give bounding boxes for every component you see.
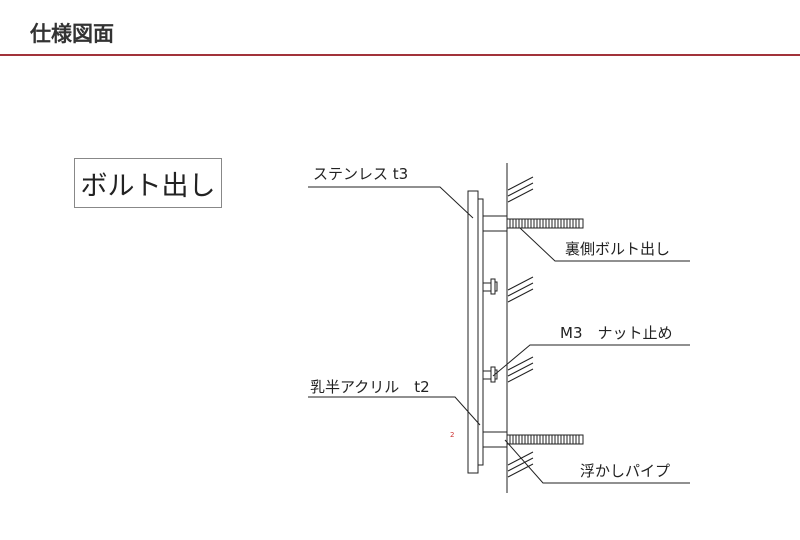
marker-number: 2 — [450, 431, 455, 439]
leader-nut — [492, 344, 690, 377]
label-acrylic: 乳半アクリル t2 — [310, 378, 430, 396]
label-stainless: ステンレス t3 — [313, 165, 409, 183]
leader-stainless — [308, 186, 474, 219]
standoff-pipe-top — [482, 215, 508, 232]
threaded-bolt-top — [506, 218, 584, 229]
nut-lower — [482, 366, 498, 383]
label-back-bolt: 裏側ボルト出し — [565, 240, 671, 258]
leader-pipe — [504, 439, 690, 484]
leader-back-bolt — [519, 227, 690, 262]
page-title: 仕様図面 — [30, 22, 114, 46]
nut-upper — [482, 278, 498, 295]
wall-hatching — [507, 176, 534, 478]
stainless-plate — [467, 190, 479, 474]
standoff-pipe-bottom — [482, 431, 508, 448]
acrylic-plate — [477, 198, 484, 466]
label-nut: M3 ナット止め — [560, 324, 673, 342]
label-pipe: 浮かしパイプ — [580, 462, 671, 480]
threaded-bolt-bottom — [506, 434, 584, 445]
diagram-heading: ボルト出し — [74, 158, 222, 208]
leader-acrylic — [308, 396, 481, 426]
title-divider — [0, 54, 800, 56]
